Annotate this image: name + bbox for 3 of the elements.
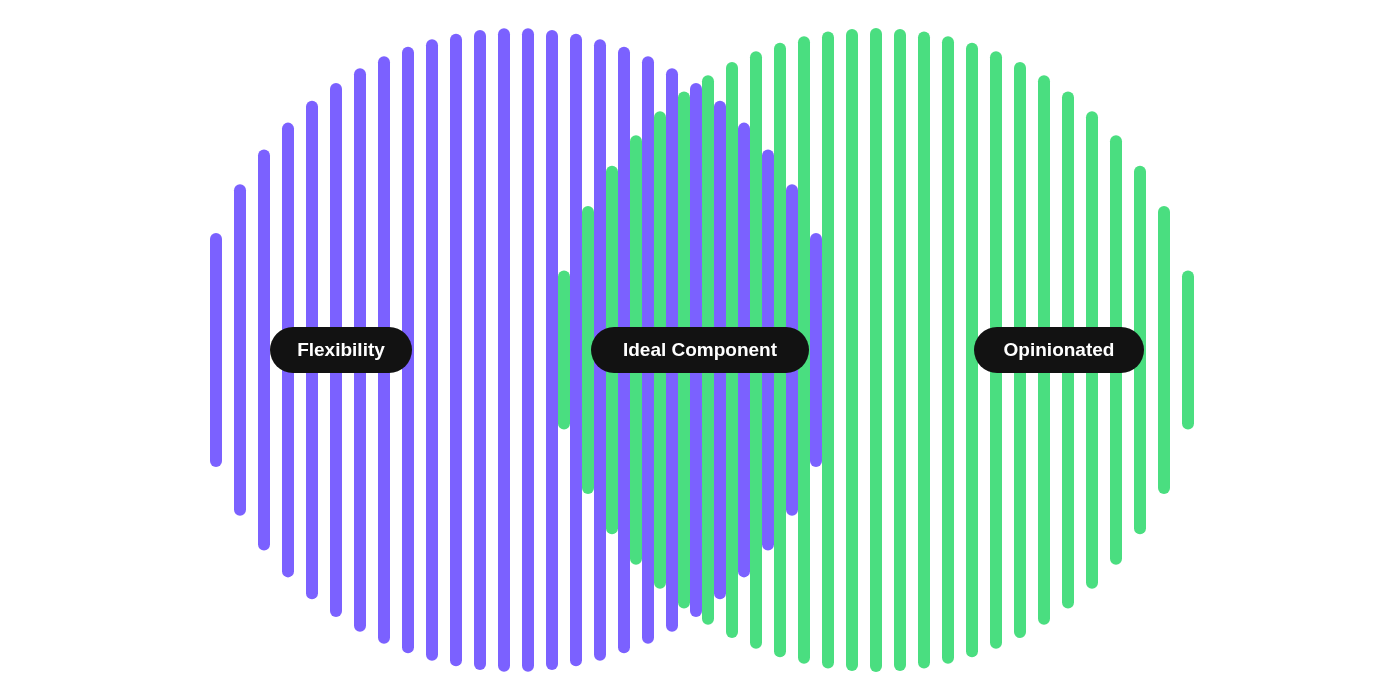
label-pill: Flexibility: [270, 327, 412, 373]
label-pill: Opinionated: [974, 327, 1144, 373]
label-pill: Ideal Component: [591, 327, 809, 373]
